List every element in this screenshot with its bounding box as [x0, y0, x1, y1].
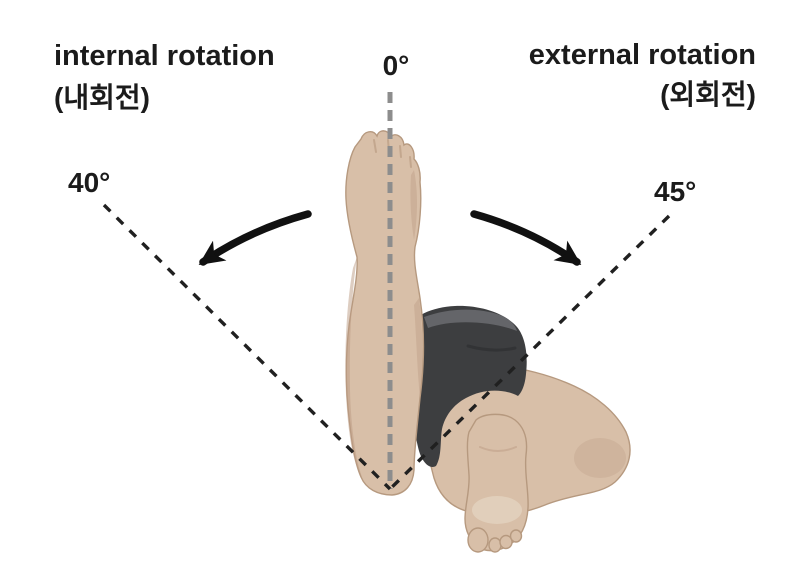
- internal-rotation-label: internal rotation: [54, 40, 275, 72]
- toe: [499, 534, 513, 550]
- leg-illustration: [345, 130, 631, 553]
- external-rotation-label: external rotation: [528, 39, 756, 71]
- internal-rotation-line: [102, 203, 392, 491]
- shin-right-shading: [414, 298, 423, 400]
- foot-sole: [464, 413, 529, 553]
- internal-angle-label: 40°: [68, 167, 111, 198]
- shorts-highlight: [424, 309, 517, 331]
- external-angle-label: 45°: [654, 176, 697, 207]
- toe: [488, 537, 502, 553]
- external-rotation-arrow: [470, 210, 582, 266]
- shorts-crease: [466, 344, 517, 352]
- internal-rotation-arrow: [198, 210, 312, 266]
- big-toe: [467, 527, 489, 553]
- internal-rotation-label-korean: (내회전): [54, 82, 150, 113]
- foot-dorsum-shading: [410, 170, 417, 240]
- toe: [509, 529, 523, 543]
- external-rotation-line: [388, 214, 671, 491]
- neutral-angle-label: 0°: [382, 50, 410, 81]
- raised-lower-leg: [345, 130, 425, 496]
- hip-shorts: [407, 305, 527, 467]
- bent-knee-shading: [574, 438, 626, 478]
- calf-left-shading: [345, 257, 362, 477]
- external-rotation-label-korean: (외회전): [660, 79, 756, 110]
